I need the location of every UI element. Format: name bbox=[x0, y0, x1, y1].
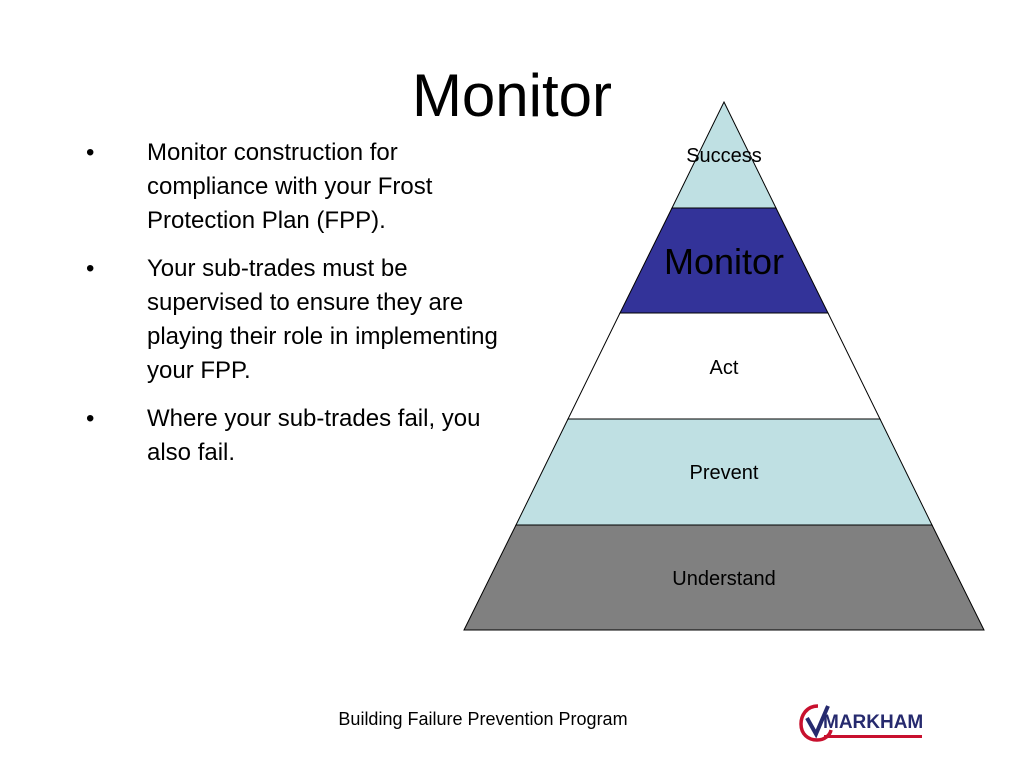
slide-title: Monitor bbox=[411, 62, 613, 129]
markham-logo: MARKHAM bbox=[798, 700, 928, 746]
bullet-item: • Where your sub-trades fail, you also f… bbox=[86, 402, 506, 470]
bullet-text: Your sub-trades must be supervised to en… bbox=[147, 255, 498, 384]
bullet-marker: • bbox=[86, 405, 95, 432]
tier-label-prevent: Prevent bbox=[689, 462, 759, 484]
tier-label-success: Success bbox=[686, 145, 762, 167]
bullet-text: Monitor construction for compliance with… bbox=[147, 139, 433, 234]
bullet-marker: • bbox=[86, 139, 95, 166]
bullet-list: • Monitor construction for compliance wi… bbox=[86, 136, 506, 484]
bullet-item: • Monitor construction for compliance wi… bbox=[86, 136, 506, 238]
logo-wordmark: MARKHAM bbox=[823, 712, 924, 733]
pyramid-tier-understand bbox=[463, 524, 985, 631]
bullet-marker: • bbox=[86, 255, 95, 282]
footer-text: Building Failure Prevention Program bbox=[338, 709, 628, 729]
bullet-text: Where your sub-trades fail, you also fai… bbox=[147, 405, 481, 466]
tier-label-act: Act bbox=[709, 357, 739, 379]
markham-logo-mark-icon bbox=[799, 704, 922, 742]
bullet-item: • Your sub-trades must be supervised to … bbox=[86, 252, 506, 388]
tier-label-understand: Understand bbox=[672, 568, 776, 590]
tier-label-monitor: Monitor bbox=[663, 241, 785, 282]
logo-check bbox=[805, 705, 830, 739]
logo-underline bbox=[824, 735, 922, 738]
